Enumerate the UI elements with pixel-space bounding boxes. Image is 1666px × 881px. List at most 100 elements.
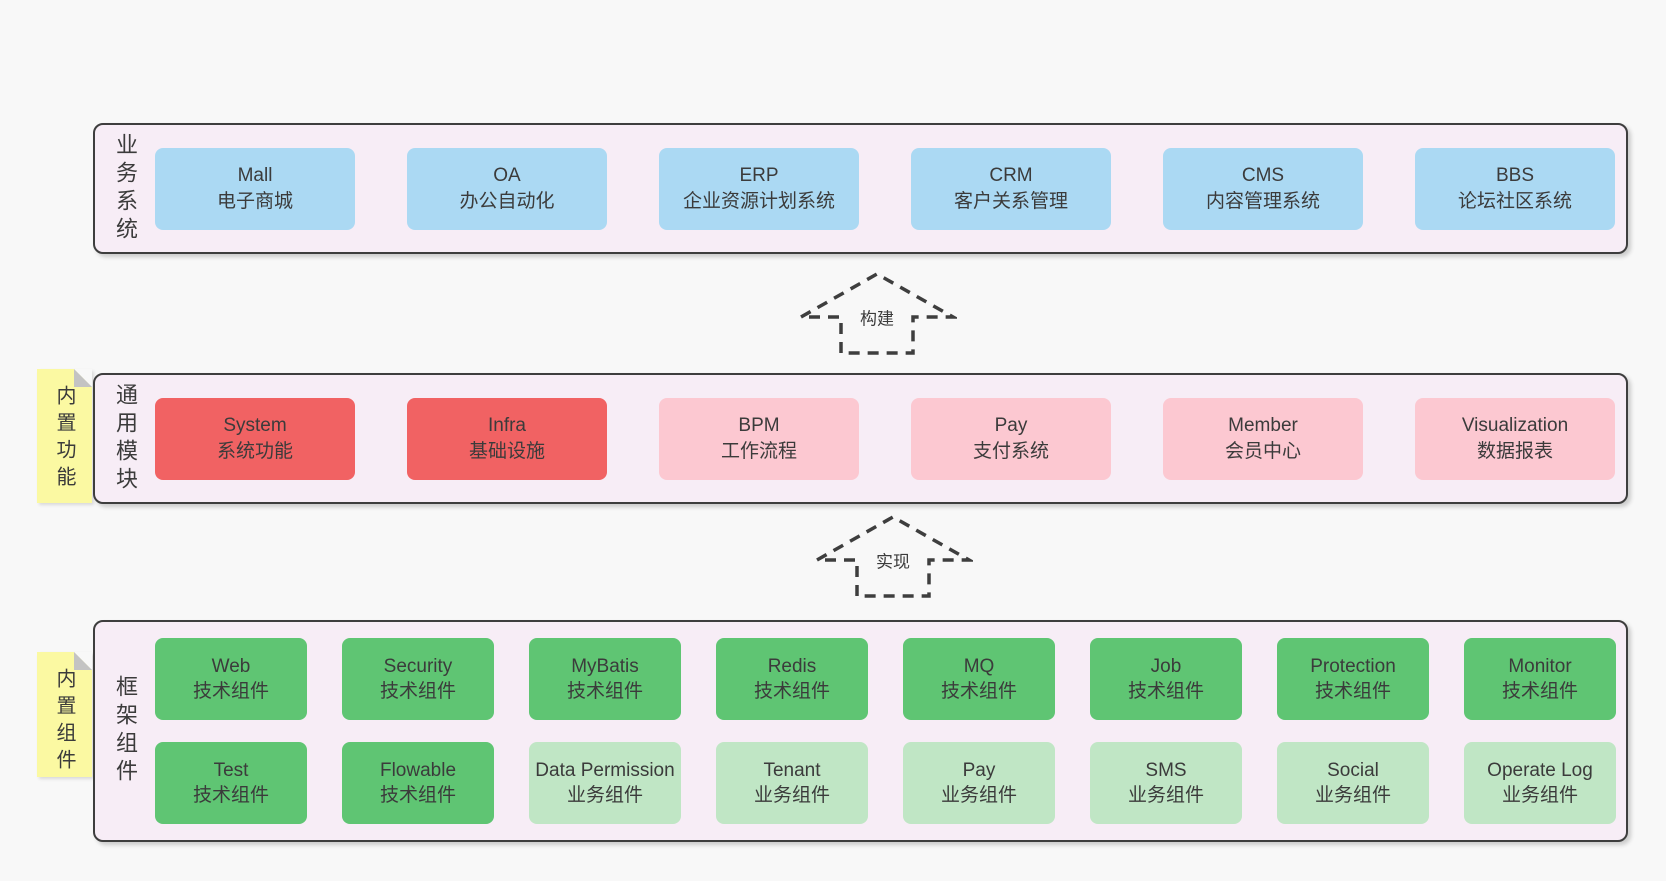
box-subtitle: 业务组件 <box>753 785 830 806</box>
box-title: Infra <box>487 414 527 436</box>
box-subtitle: 客户关系管理 <box>953 190 1068 212</box>
box-subtitle: 业务组件 <box>1127 785 1204 806</box>
box-subtitle: 业务组件 <box>566 785 643 806</box>
sticky-note-built-in-features: 内置功能 <box>37 369 92 503</box>
box-erp: ERP 企业资源计划系统 <box>659 147 859 230</box>
box-subtitle: 技术组件 <box>379 785 456 806</box>
box-system: System 系统功能 <box>155 397 355 480</box>
box-title: Pay <box>994 414 1028 436</box>
box-infra: Infra 基础设施 <box>407 397 607 480</box>
box-subtitle: 技术组件 <box>753 681 830 702</box>
arrow-label: 构建 <box>858 302 896 332</box>
box-monitor: Monitor 技术组件 <box>1464 638 1616 720</box>
box-mybatis: MyBatis 技术组件 <box>529 638 681 720</box>
box-mq: MQ 技术组件 <box>903 638 1055 720</box>
box-title: Mall <box>237 164 273 186</box>
box-title: Operate Log <box>1487 760 1593 781</box>
box-title: Member <box>1228 414 1298 436</box>
box-title: Monitor <box>1508 656 1572 677</box>
box-title: MQ <box>963 656 995 677</box>
box-title: Flowable <box>379 760 457 781</box>
box-sms: SMS 业务组件 <box>1090 742 1242 824</box>
box-title: Pay <box>962 760 996 781</box>
box-title: System <box>223 414 287 436</box>
box-member: Member 会员中心 <box>1163 397 1363 480</box>
box-oa: OA 办公自动化 <box>407 147 607 230</box>
box-subtitle: 业务组件 <box>1501 785 1578 806</box>
box-subtitle: 办公自动化 <box>459 190 555 212</box>
box-cms: CMS 内容管理系统 <box>1163 147 1363 230</box>
box-subtitle: 电子商城 <box>216 190 293 212</box>
box-title: Redis <box>767 656 817 677</box>
layer-content: Web 技术组件 Security 技术组件 MyBatis 技术组件 Redi… <box>155 622 1618 840</box>
layer-common-modules: 通用模块 System 系统功能 Infra 基础设施 BPM 工作流程 Pay… <box>93 373 1628 504</box>
box-title: SMS <box>1145 760 1187 781</box>
box-subtitle: 技术组件 <box>1314 681 1391 702</box>
sticky-note-built-in-components: 内置组件 <box>37 652 92 777</box>
box-subtitle: 基础设施 <box>468 440 545 462</box>
box-title: MyBatis <box>571 656 639 677</box>
box-title: Test <box>213 760 249 781</box>
layer-framework-components: 框架组件 Web 技术组件 Security 技术组件 MyBatis 技术组件… <box>93 620 1628 842</box>
box-subtitle: 业务组件 <box>1314 785 1391 806</box>
box-protection: Protection 技术组件 <box>1277 638 1429 720</box>
box-title: ERP <box>739 164 779 186</box>
box-title: Protection <box>1310 656 1396 677</box>
box-bpm: BPM 工作流程 <box>659 397 859 480</box>
layer-label: 业务系统 <box>113 132 138 245</box>
box-title: Tenant <box>763 760 821 781</box>
box-row: Mall 电子商城 OA 办公自动化 ERP 企业资源计划系统 CRM 客户关系… <box>155 147 1618 230</box>
box-subtitle: 业务组件 <box>940 785 1017 806</box>
box-pay: Pay 支付系统 <box>911 397 1111 480</box>
box-redis: Redis 技术组件 <box>716 638 868 720</box>
box-subtitle: 技术组件 <box>566 681 643 702</box>
box-title: Job <box>1150 656 1182 677</box>
box-subtitle: 技术组件 <box>1127 681 1204 702</box>
box-social: Social 业务组件 <box>1277 742 1429 824</box>
box-subtitle: 技术组件 <box>1501 681 1578 702</box>
box-title: OA <box>493 164 521 186</box>
box-job: Job 技术组件 <box>1090 638 1242 720</box>
arrow-label: 实现 <box>874 545 912 575</box>
box-crm: CRM 客户关系管理 <box>911 147 1111 230</box>
box-row: System 系统功能 Infra 基础设施 BPM 工作流程 Pay 支付系统… <box>155 397 1618 480</box>
box-test: Test 技术组件 <box>155 742 307 824</box>
box-visualization: Visualization 数据报表 <box>1415 397 1615 480</box>
sticky-note-text: 内置功能 <box>53 385 75 493</box>
box-subtitle: 企业资源计划系统 <box>682 190 835 212</box>
layer-content: System 系统功能 Infra 基础设施 BPM 工作流程 Pay 支付系统… <box>155 375 1618 502</box>
layer-label: 框架组件 <box>113 675 138 787</box>
box-tenant: Tenant 业务组件 <box>716 742 868 824</box>
box-pay-biz: Pay 业务组件 <box>903 742 1055 824</box>
box-title: Social <box>1327 760 1379 781</box>
box-subtitle: 工作流程 <box>720 440 797 462</box>
box-title: Data Permission <box>535 760 675 781</box>
sticky-note-text: 内置组件 <box>53 668 75 776</box>
box-subtitle: 技术组件 <box>192 785 269 806</box>
box-bbs: BBS 论坛社区系统 <box>1415 147 1615 230</box>
box-subtitle: 技术组件 <box>940 681 1017 702</box>
arrow-up-implement: 实现 <box>813 514 973 598</box>
box-subtitle: 内容管理系统 <box>1205 190 1320 212</box>
box-row-biz: Test 技术组件 Flowable 技术组件 Data Permission … <box>155 742 1618 824</box>
box-subtitle: 技术组件 <box>192 681 269 702</box>
box-title: CMS <box>1241 164 1285 186</box>
box-title: Security <box>383 656 453 677</box>
layer-content: Mall 电子商城 OA 办公自动化 ERP 企业资源计划系统 CRM 客户关系… <box>155 125 1618 252</box>
box-title: Web <box>211 656 251 677</box>
box-title: BPM <box>738 414 780 436</box>
dashed-up-arrow-icon <box>813 514 973 598</box>
box-subtitle: 数据报表 <box>1476 440 1553 462</box>
box-security: Security 技术组件 <box>342 638 494 720</box>
box-title: BBS <box>1495 164 1535 186</box>
box-title: Visualization <box>1461 414 1569 436</box>
arrow-up-build: 构建 <box>797 271 957 355</box>
box-mall: Mall 电子商城 <box>155 147 355 230</box>
box-web: Web 技术组件 <box>155 638 307 720</box>
layer-business-systems: 业务系统 Mall 电子商城 OA 办公自动化 ERP 企业资源计划系统 CRM… <box>93 123 1628 254</box>
box-data-permission: Data Permission 业务组件 <box>529 742 681 824</box>
box-subtitle: 支付系统 <box>972 440 1049 462</box>
box-title: CRM <box>989 164 1033 186</box>
dashed-up-arrow-icon <box>797 271 957 355</box>
